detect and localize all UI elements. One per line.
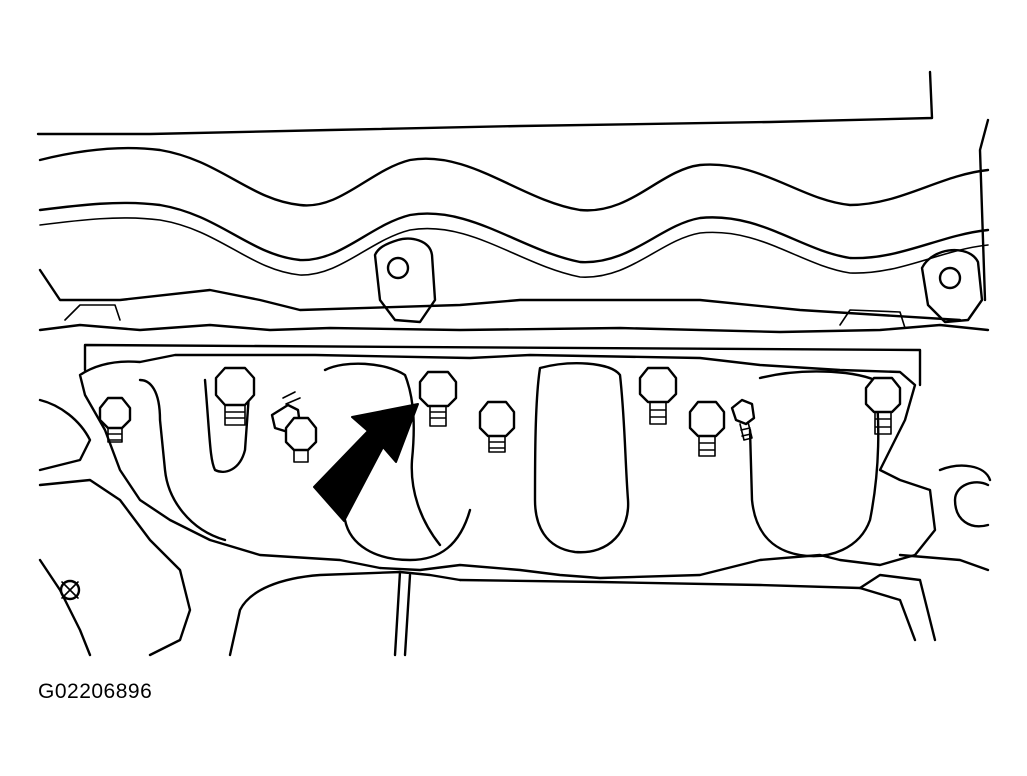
arrow-icon <box>313 403 419 522</box>
intake-manifold-upper <box>36 70 990 322</box>
manifold-nut-1 <box>98 396 132 443</box>
manifold-nut-3 <box>284 416 318 463</box>
manifold-nut-4 <box>418 370 458 427</box>
manifold-mounting-boss-left <box>373 237 437 324</box>
engine-block-lower <box>38 398 992 657</box>
manifold-mounting-boss-right <box>920 248 984 324</box>
manifold-nut-2 <box>214 366 256 426</box>
manifold-nut-5 <box>478 400 516 453</box>
manifold-flange <box>38 304 990 387</box>
manifold-stud-2 <box>730 398 756 441</box>
manifold-nut-8 <box>864 376 902 435</box>
figure-id-label: G02206896 <box>38 680 153 703</box>
exhaust-manifold-body <box>78 353 937 580</box>
manifold-nut-6 <box>638 366 678 425</box>
manifold-nut-7 <box>688 400 726 457</box>
